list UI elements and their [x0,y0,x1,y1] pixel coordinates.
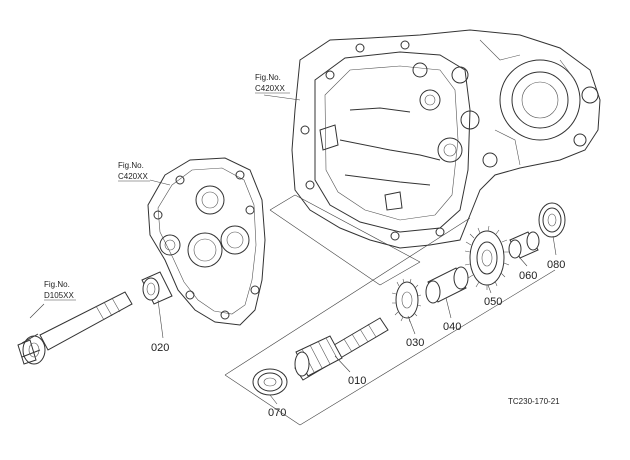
bearing-020-drawing [141,271,173,305]
drawing-code: TC230-170-21 [508,397,560,406]
transmission-case-drawing [291,29,601,249]
part-label-020: 020 [151,342,169,354]
collar-060-drawing [508,231,540,259]
callout-fig-ref: C420XX [255,84,285,93]
callout-upper: Fig.No. C420XX [255,73,290,94]
part-label-040: 040 [443,321,461,333]
callout-fig-label: Fig.No. [255,73,281,82]
callout-fig-label: Fig.No. [118,161,144,170]
assembly-guide-lines [29,94,556,426]
gear-050-drawing [464,225,510,290]
part-label-050: 050 [484,296,502,308]
part-numbers: 010 020 030 040 050 060 070 080 [151,259,565,419]
main-shaft-010-drawing [294,317,389,381]
gear-case-drawing [147,157,266,326]
part-label-060: 060 [519,270,537,282]
bearing-070-drawing [252,368,288,396]
collar-040-drawing [425,266,469,304]
part-label-030: 030 [406,337,424,349]
callout-lower: Fig.No. D105XX [44,280,76,301]
gear-030-drawing [391,278,422,323]
part-label-070: 070 [268,407,286,419]
callout-fig-ref: D105XX [44,291,74,300]
part-label-080: 080 [547,259,565,271]
part-leaders [157,235,557,405]
callout-middle: Fig.No. C420XX [118,161,150,182]
input-shaft-drawing [17,291,133,365]
part-label-010: 010 [348,375,366,387]
callout-fig-ref: C420XX [118,172,148,181]
callout-fig-label: Fig.No. [44,280,70,289]
bearing-080-drawing [538,202,566,238]
